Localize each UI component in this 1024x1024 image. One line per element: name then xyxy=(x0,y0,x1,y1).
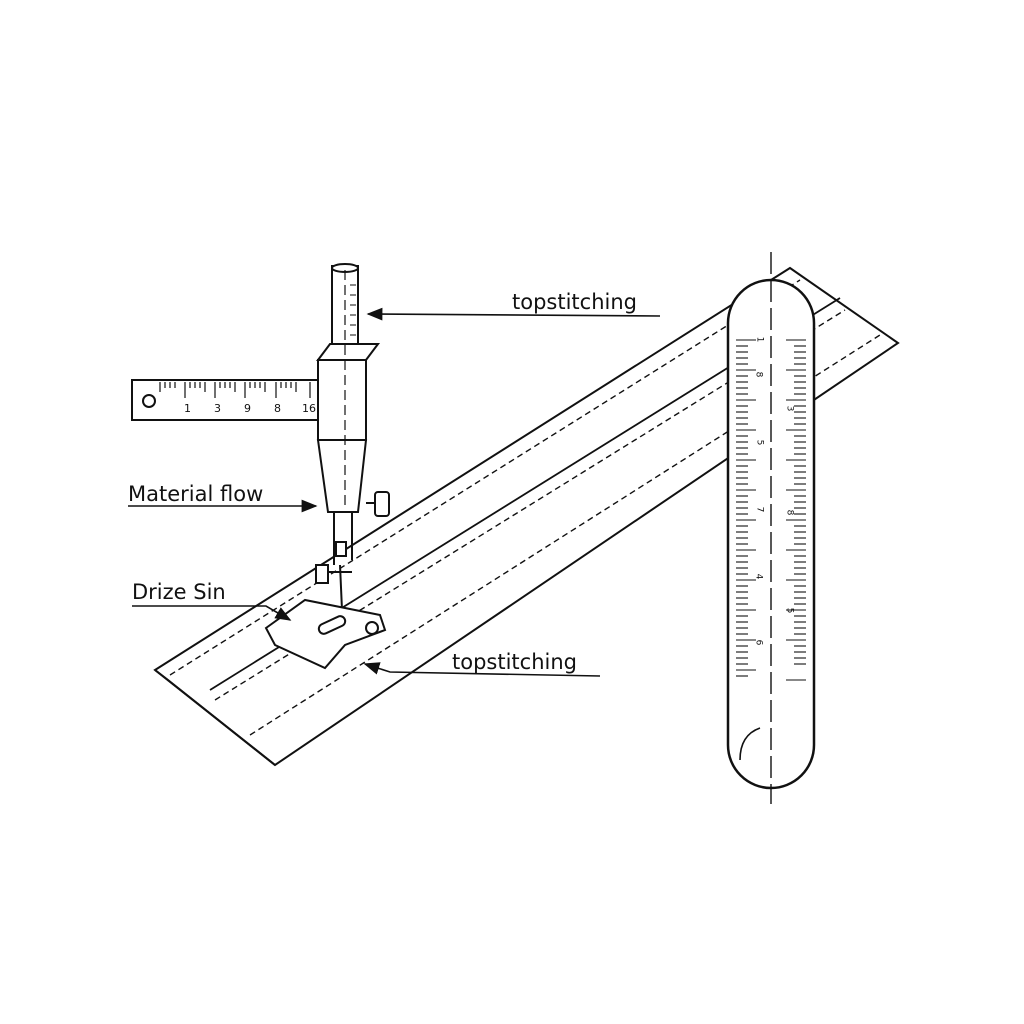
ruler-tick-label: 1 xyxy=(754,336,765,343)
ruler-tick-label: 6 xyxy=(753,639,764,646)
material-flow-label: Material flow xyxy=(128,482,264,506)
ruler-tick-label: 7 xyxy=(754,506,765,513)
ruler-tick-label: 8 xyxy=(274,402,281,415)
horizontal-ruler xyxy=(131,379,323,421)
drize-sin-label: Drize Sin xyxy=(132,580,226,604)
ruler-tick-label: 3 xyxy=(214,402,221,415)
ruler-tick-label: 5 xyxy=(754,439,765,446)
ruler-tick-label: 9 xyxy=(244,402,251,415)
ruler-tick-label: 4 xyxy=(753,573,764,580)
topstitching-label-bottom: topstitching xyxy=(452,650,577,674)
sewing-machine-head xyxy=(264,263,390,670)
label-leaders xyxy=(128,307,661,677)
ruler-tick-label: 3 xyxy=(784,405,795,412)
ruler-tick-label: 16 xyxy=(302,402,316,415)
ruler-tick-label: 8 xyxy=(753,371,764,378)
vertical-ruler xyxy=(726,252,816,804)
ruler-tick-label: 5 xyxy=(784,607,795,614)
ruler-tick-label: 1 xyxy=(184,402,191,415)
topstitching-label-top: topstitching xyxy=(512,290,637,314)
ruler-tick-label: 8 xyxy=(784,509,795,516)
